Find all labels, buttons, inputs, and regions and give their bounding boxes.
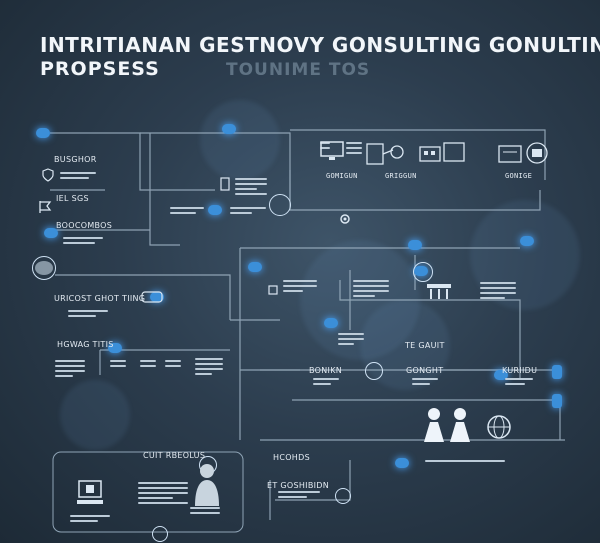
globe-icon <box>487 415 511 439</box>
flow-node[interactable] <box>552 394 562 408</box>
label-cuit-rbeolus: CUIT RBEOLUS <box>143 451 206 460</box>
circle-node[interactable] <box>152 526 168 542</box>
label-et-goshibidn: ET GOSHIBIDN <box>267 481 330 490</box>
circle-node[interactable] <box>413 262 433 282</box>
text-block <box>235 178 267 198</box>
flow-node[interactable] <box>222 124 236 134</box>
person-icon <box>195 464 219 506</box>
circle-node[interactable] <box>335 488 351 504</box>
flow-node[interactable] <box>552 365 562 379</box>
text-block <box>320 142 330 152</box>
page-title: INTRITIANAN GESTNOVY GONSULTING GONULTIN… <box>40 33 600 57</box>
bank-icon <box>427 284 451 299</box>
briefcase-icon <box>268 285 278 295</box>
label-gonght: GONGHT <box>406 366 444 375</box>
document-icon <box>220 177 230 191</box>
text-block <box>353 280 389 300</box>
circle-node[interactable] <box>269 194 291 216</box>
flow-node[interactable] <box>36 128 50 138</box>
label-griggun: GRIGGUN <box>385 172 417 180</box>
flow-node[interactable] <box>150 292 164 302</box>
cloud-icon <box>35 261 53 275</box>
text-block <box>63 237 103 247</box>
checklist-icon <box>366 143 404 165</box>
page-title-line2: PROPSESS <box>40 58 160 80</box>
flow-node[interactable] <box>494 370 508 380</box>
text-block <box>68 310 108 320</box>
label-gonige: GONIGE <box>505 172 533 180</box>
monitor-icon <box>320 141 344 160</box>
flow-node[interactable] <box>324 318 338 328</box>
text-block <box>425 460 505 465</box>
shield-icon <box>42 168 54 182</box>
text-block <box>195 358 223 378</box>
cash-register-icon <box>419 142 465 162</box>
gear-icon <box>340 214 350 224</box>
text-block <box>283 280 317 295</box>
server-rack-icon <box>498 142 548 164</box>
label-te-gauit: TE GAUIT <box>405 341 445 350</box>
text-block <box>110 360 126 370</box>
text-block <box>170 207 204 217</box>
label-kuriidu: KURIIDU <box>502 366 538 375</box>
flag-icon <box>39 201 52 213</box>
text-block <box>412 378 438 388</box>
text-block <box>346 142 362 157</box>
text-block <box>55 360 85 380</box>
flow-node[interactable] <box>44 228 58 238</box>
chat-icon <box>141 291 163 303</box>
text-block <box>338 333 364 348</box>
text-block <box>505 378 533 388</box>
label-busghor: BUSGHOR <box>54 155 97 164</box>
label-hcohds: HCOHDS <box>273 453 310 462</box>
text-block <box>140 360 156 370</box>
label-bonikn: BONIKN <box>309 366 343 375</box>
computer-icon <box>77 480 103 504</box>
text-block <box>190 507 220 517</box>
label-uricost-ghot-tiing: URICOST GHOT TIING <box>54 294 146 303</box>
circle-node[interactable] <box>365 362 383 380</box>
page-subtitle: TOUNIME TOS <box>226 60 371 80</box>
text-block <box>480 282 516 302</box>
text-block <box>60 172 96 182</box>
label-hgwag-titis: HGWAG TITIS <box>57 340 114 349</box>
text-block <box>70 515 110 525</box>
people-icon <box>424 408 470 442</box>
text-block <box>278 491 320 501</box>
circle-node[interactable] <box>32 256 56 280</box>
label-iel-sgs: IEL SGS <box>56 194 89 203</box>
text-block <box>165 360 181 370</box>
label-boocombos: BOOCOMBOS <box>56 221 113 230</box>
flow-node[interactable] <box>395 458 409 468</box>
flow-node[interactable] <box>108 343 122 353</box>
flow-node[interactable] <box>520 236 534 246</box>
flow-node[interactable] <box>248 262 262 272</box>
flow-node[interactable] <box>408 240 422 250</box>
label-gomigun: GOMIGUN <box>326 172 358 180</box>
text-block <box>230 207 266 217</box>
text-block <box>313 378 339 388</box>
flow-node[interactable] <box>208 205 222 215</box>
text-block <box>138 482 188 507</box>
